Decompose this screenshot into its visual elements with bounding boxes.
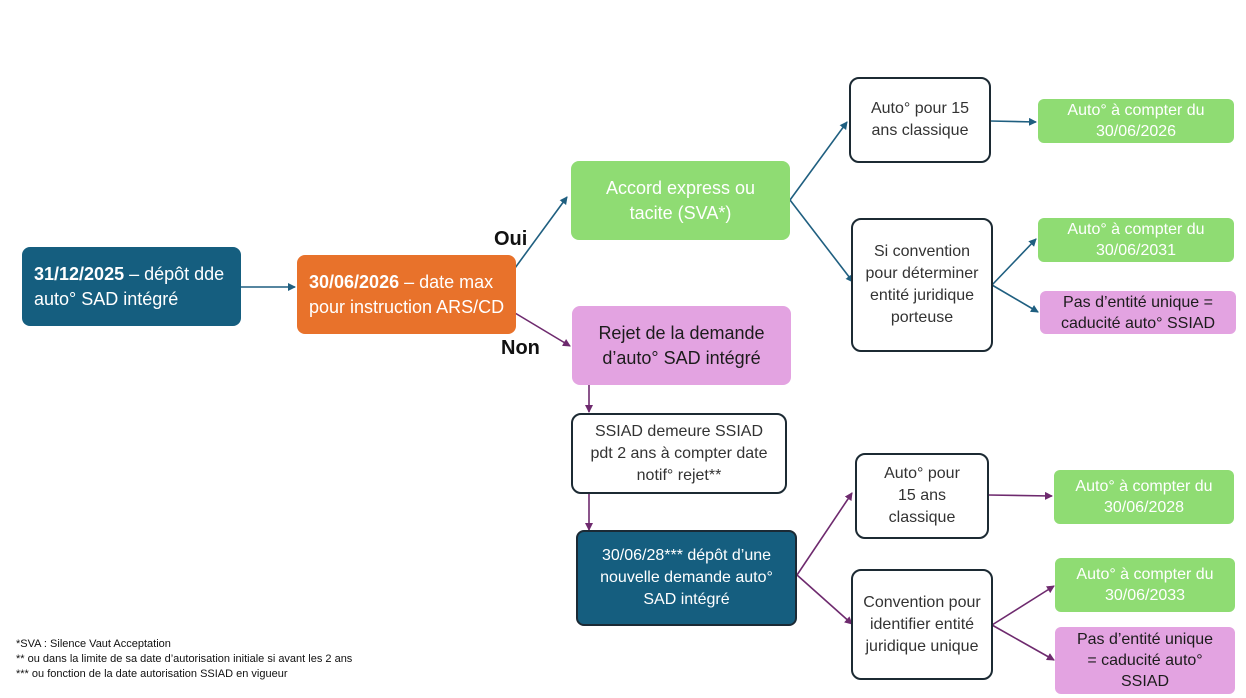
convention-node-b: Convention pour identifier entité juridi… [851, 569, 993, 680]
auto2026-node: Auto° à compter du 30/06/2026 [1038, 99, 1234, 143]
arrow-auto15-to-2026 [989, 117, 1037, 126]
footnote-3: *** ou fonction de la date autorisation … [16, 668, 288, 680]
convention-node-a: Si convention pour déterminer entité jur… [851, 218, 993, 352]
arrow-convention-to-2031 [991, 238, 1037, 286]
instruction-node: 30/06/2026 – date max pour instruction A… [297, 255, 516, 334]
ssiad-demeure-node: SSIAD demeure SSIAD pdt 2 ans à compter … [571, 413, 787, 494]
rejet-node: Rejet de la demande d’auto° SAD intégré [572, 306, 791, 385]
label-oui: Oui [494, 228, 528, 250]
depot-2025-node: 31/12/2025 – dépôt dde auto° SAD intégré [22, 247, 241, 326]
auto15-node-b: Auto° pour 15 ans classique [855, 453, 989, 539]
accord-node: Accord express ou tacite (SVA*) [571, 161, 790, 240]
depot-2025-date: 31/12/2025 [34, 263, 125, 284]
arrow-accord-to-auto15 [789, 121, 848, 201]
auto2028-node: Auto° à compter du 30/06/2028 [1054, 470, 1234, 524]
auto15-node-a: Auto° pour 15 ans classique [849, 77, 991, 163]
auto2033-node: Auto° à compter du 30/06/2033 [1055, 558, 1235, 612]
depot-2025-text: – dépôt dde auto° SAD intégré [34, 263, 225, 309]
arrow-depot2028-to-auto15 [796, 492, 853, 576]
caducite-node-b: Pas d’entité unique = caducité auto° SSI… [1055, 627, 1235, 694]
arrow-non [514, 312, 571, 347]
footnote-2: ** ou dans la limite de sa date d’autori… [16, 653, 353, 665]
caducite-node-a: Pas d’entité unique = caducité auto° SSI… [1040, 291, 1236, 334]
instruction-text: – date max pour instruction ARS/CD [309, 271, 505, 317]
footnote-1: *SVA : Silence Vaut Acceptation [16, 638, 171, 650]
footnotes: *SVA : Silence Vaut Acceptation ** ou da… [16, 637, 352, 682]
depot-2028-node: 30/06/28*** dépôt d’une nouvelle demande… [576, 530, 797, 626]
arrow-accord-to-convention [789, 199, 854, 283]
auto2031-node: Auto° à compter du 30/06/2031 [1038, 218, 1234, 262]
arrow-convention-to-caducite [991, 284, 1039, 313]
arrow-auto15-to-2028 [987, 491, 1053, 500]
arrow-convention-to-caducite-b [991, 624, 1055, 661]
arrow-depot2028-to-convention [796, 574, 853, 625]
arrow-convention-to-2033 [991, 585, 1055, 626]
label-non: Non [501, 337, 540, 359]
instruction-date: 30/06/2026 [309, 271, 400, 292]
arrow-oui [514, 196, 568, 269]
